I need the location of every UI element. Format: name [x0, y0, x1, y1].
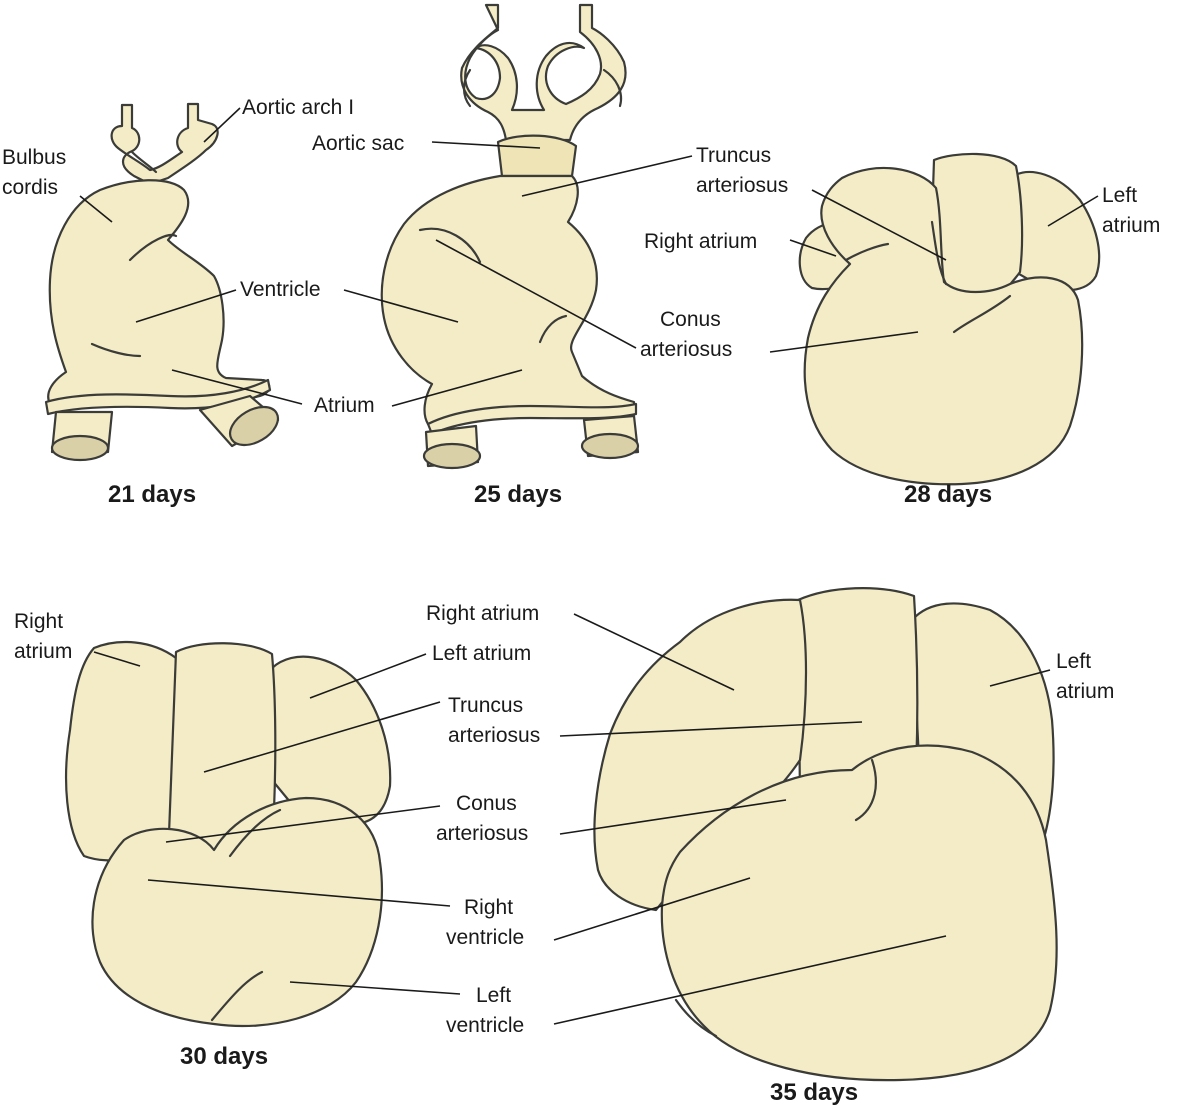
label-conus-arteriosus-30-line2: arteriosus [436, 822, 528, 845]
label-truncus-arteriosus-28-line2: arteriosus [696, 174, 788, 197]
labels: Aortic arch I Bulbus cordis Ventricle Ao… [2, 96, 1160, 1037]
label-left-atrium-35-line1: Left [1056, 650, 1091, 673]
label-aortic-arch-21: Aortic arch I [242, 96, 354, 119]
label-ventricle-shared: Ventricle [240, 278, 321, 301]
stage-label-25-days: 25 days [474, 481, 562, 508]
label-truncus-arteriosus-28-line1: Truncus [696, 144, 771, 167]
label-left-atrium-30: Left atrium [432, 642, 531, 665]
label-left-ventricle-30-line2: ventricle [446, 1014, 524, 1037]
label-truncus-arteriosus-30-line2: arteriosus [448, 724, 540, 747]
stage-label-30-days: 30 days [180, 1043, 268, 1070]
label-bulbus-cordis-21-line1: Bulbus [2, 146, 66, 169]
label-conus-arteriosus-28-line2: arteriosus [640, 338, 732, 361]
heart-28-days [798, 152, 1101, 486]
label-right-atrium-35: Right atrium [426, 602, 539, 625]
label-right-atrium-28: Right atrium [644, 230, 757, 253]
stage-captions: 21 days 25 days 28 days 30 days 35 days [108, 481, 992, 1106]
heart-30-days [64, 640, 392, 1028]
heart-35-days [593, 587, 1058, 1082]
label-left-atrium-28-line2: atrium [1102, 214, 1160, 237]
label-right-ventricle-30-line2: ventricle [446, 926, 524, 949]
label-conus-arteriosus-28-line1: Conus [660, 308, 721, 331]
label-bulbus-cordis-21-line2: cordis [2, 176, 58, 199]
label-right-atrium-30-line1: Right [14, 610, 63, 633]
stage-label-21-days: 21 days [108, 481, 196, 508]
label-right-atrium-30-line2: atrium [14, 640, 72, 663]
label-left-atrium-28-line1: Left [1102, 184, 1137, 207]
label-left-ventricle-30-line1: Left [476, 984, 511, 1007]
heart-25-days [380, 3, 640, 470]
label-conus-arteriosus-30-line1: Conus [456, 792, 517, 815]
stage-label-35-days: 35 days [770, 1079, 858, 1106]
label-left-atrium-35-line2: atrium [1056, 680, 1114, 703]
label-aortic-sac-25: Aortic sac [312, 132, 404, 155]
label-atrium-shared: Atrium [314, 394, 375, 417]
label-right-ventricle-30-line1: Right [464, 896, 513, 919]
heart-21-days [44, 102, 280, 462]
leader-lines [79, 107, 1099, 1025]
stage-label-28-days: 28 days [904, 481, 992, 508]
label-truncus-arteriosus-30-line1: Truncus [448, 694, 523, 717]
